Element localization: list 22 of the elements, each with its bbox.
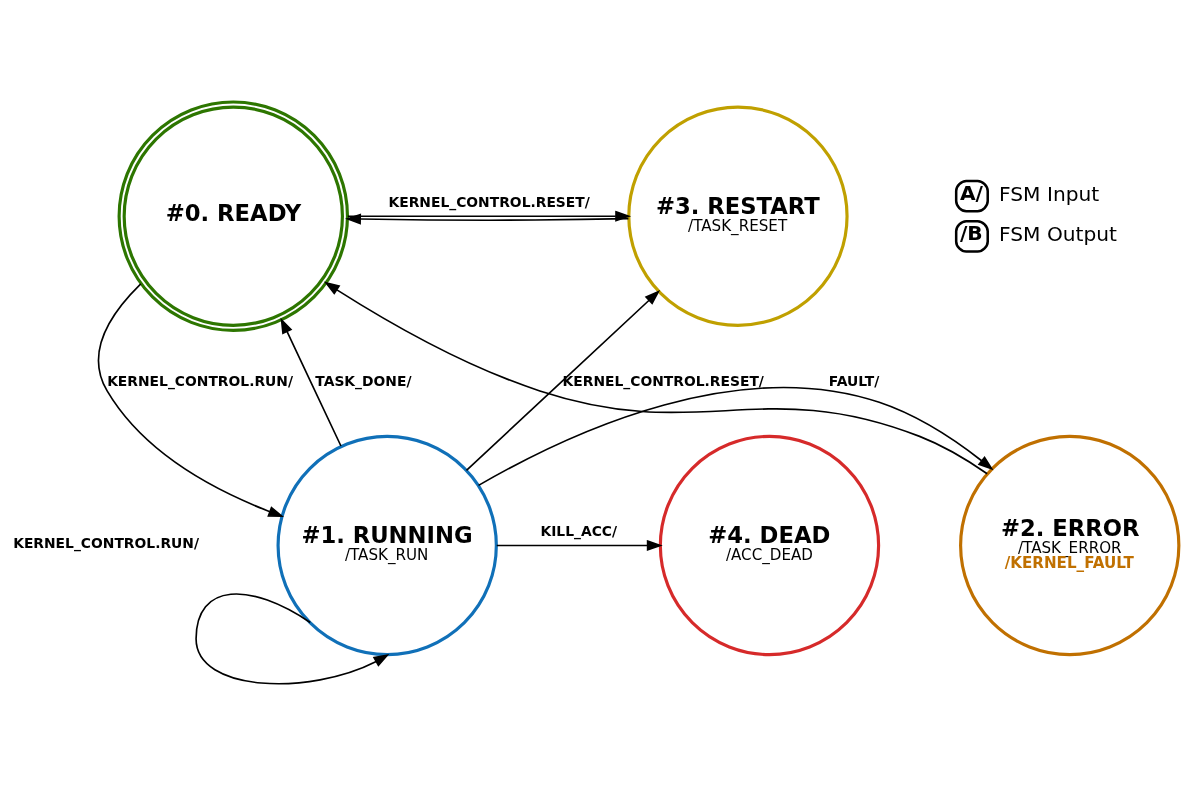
node-circle: #3. RESTART /TASK_RESET [627,105,849,327]
label: A/ [959,180,983,205]
edge-label: KILL_ACC/ [540,522,618,539]
edge-label: TASK_DONE/ [315,372,412,389]
label: /B [959,220,983,245]
node-circle: #1. RUNNING /TASK_RUN [276,434,498,656]
edge-label: FAULT/ [828,372,880,389]
edge-label: KERNEL_CONTROL.RESET/ [562,372,764,389]
edge-label: KERNEL_CONTROL.RESET/ [388,193,590,210]
edge-label: KERNEL_CONTROL.RUN/ [107,372,293,389]
node-circle: #4. DEAD /ACC_DEAD [658,434,881,656]
arrow [97,282,285,517]
arrow [477,386,994,486]
arrow [195,592,390,685]
arrow [465,289,661,471]
legend-label: FSM Input [999,181,1100,206]
arrow [323,281,988,475]
node-circle: #2. ERROR /TASK_ERROR /KERNEL_FAULT [959,434,1181,656]
edge-label: KERNEL_CONTROL.RUN/ [13,534,200,551]
legend-label: FSM Output [999,221,1118,246]
arrow [495,539,663,551]
arrow [280,317,342,447]
